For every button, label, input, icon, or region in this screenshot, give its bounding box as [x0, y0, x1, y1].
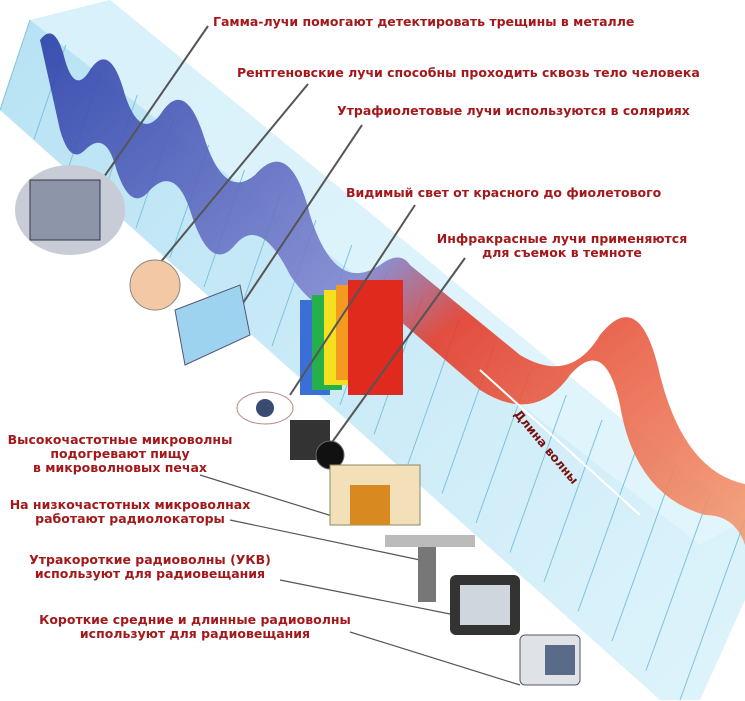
label-visible-light: Видимый свет от красного до фиолетового: [346, 185, 662, 200]
label-hf-line1: Высокочастотные микроволны: [7, 432, 233, 447]
camera-icon: [290, 420, 345, 470]
tv-icon: [450, 575, 520, 635]
label-hf-line3: в микроволновых печах: [33, 460, 207, 475]
prism-slice: [509, 394, 567, 553]
leader-lines: [94, 25, 641, 686]
radar-icon: [385, 535, 475, 602]
label-lf-microwaves: На низкочастотных микроволнах работают р…: [5, 498, 255, 526]
label-hf-microwaves: Высокочастотные микроволны подогревают п…: [5, 433, 235, 475]
label-x-rays: Рентгеновские лучи способны проходить ск…: [237, 65, 700, 80]
prism-slice: [0, 19, 31, 111]
label-infrared: Инфракрасные лучи применяются для съемок…: [432, 232, 692, 260]
label-hf-line2: подогревают пищу: [50, 446, 190, 461]
label-sw-line2: используют для радиовещания: [79, 626, 311, 641]
eye-icon: [236, 391, 294, 425]
hand-xray-icon: [129, 259, 181, 311]
label-vhf-radio: Утракороткие радиоволны (УКВ) используют…: [25, 553, 275, 581]
label-ultraviolet: Утрафиолетовые лучи используются в соляр…: [337, 103, 690, 118]
prism-slice: [577, 444, 639, 612]
solarium-icon: [174, 284, 251, 366]
label-sw-line1: Короткие средние и длинные радиоволны: [39, 612, 351, 627]
label-gamma-rays: Гамма-лучи помогают детектировать трещин…: [213, 14, 635, 29]
label-lf-line2: работают радиолокаторы: [35, 511, 225, 526]
visible-spectrum-block: [300, 280, 403, 395]
prism-slice: [611, 469, 674, 642]
label-short-radio: Короткие средние и длинные радиоволны ис…: [35, 613, 355, 641]
prism-slice: [543, 419, 603, 583]
label-lf-line1: На низкочастотных микроволнах: [9, 497, 251, 512]
prism-slice: [645, 494, 710, 671]
radio-icon: [519, 634, 581, 686]
metal-detector-icon: [15, 165, 125, 255]
label-infrared-line1: Инфракрасные лучи применяются: [436, 231, 688, 246]
prism-slice: [679, 519, 745, 701]
label-infrared-line2: для съемок в темноте: [482, 245, 642, 260]
microwave-icon: [329, 464, 421, 526]
label-vhf-line1: Утракороткие радиоволны (УКВ): [29, 552, 271, 567]
label-vhf-line2: используют для радиовещания: [34, 566, 266, 581]
